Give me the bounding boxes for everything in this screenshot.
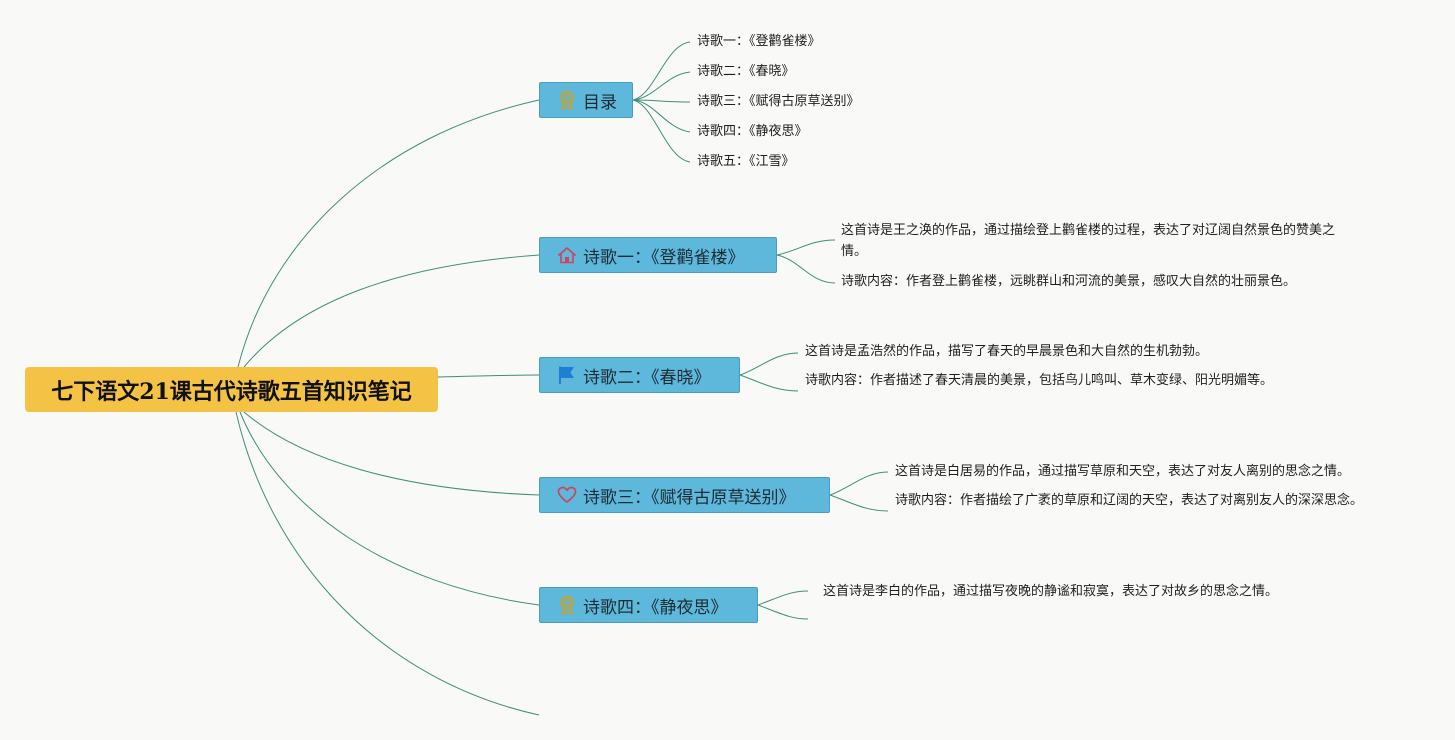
- connector-poem1-child-1: [776, 239, 836, 256]
- flag-icon: [557, 365, 577, 385]
- poem-3-content[interactable]: 诗歌内容：作者描绘了广袤的草原和辽阔的天空，表达了对离别友人的深深思念。: [895, 493, 1364, 508]
- connector-root-to-poem3: [243, 411, 540, 496]
- award-ribbon-icon: [557, 595, 577, 615]
- connector-root-to-catalog: [237, 99, 540, 368]
- connector-root-to-poem5: [235, 411, 540, 716]
- topic-poem-1-label: 诗歌一：《登鹳雀楼》: [583, 247, 745, 268]
- poem-2-summary[interactable]: 这首诗是孟浩然的作品，描写了春天的早晨景色和大自然的生机勃勃。: [805, 344, 1209, 359]
- connector-poem3-child-2: [829, 494, 889, 512]
- topic-catalog[interactable]: 目录: [539, 82, 633, 118]
- connector-catalog-child-4: [632, 99, 691, 133]
- award-ribbon-icon: [557, 90, 577, 110]
- catalog-item-5[interactable]: 诗歌五：《江雪》: [697, 154, 795, 169]
- topic-catalog-label: 目录: [583, 92, 617, 113]
- root-topic[interactable]: 七下语文21课古代诗歌五首知识笔记: [25, 367, 438, 412]
- poem-3-summary[interactable]: 这首诗是白居易的作品，通过描写草原和天空，表达了对友人离别的思念之情。: [895, 464, 1351, 479]
- catalog-item-1[interactable]: 诗歌一：《登鹳雀楼》: [697, 34, 821, 49]
- connector-catalog-child-3: [632, 99, 691, 103]
- heart-icon: [557, 485, 577, 505]
- topic-poem-3[interactable]: 诗歌三：《赋得古原草送别》: [539, 477, 830, 513]
- connector-poem4-child-1: [757, 590, 809, 606]
- topic-poem-2[interactable]: 诗歌二：《春晓》: [539, 357, 740, 393]
- connector-poem2-child-1: [739, 352, 799, 376]
- poem-2-content[interactable]: 诗歌内容：作者描述了春天清晨的美景，包括鸟儿鸣叫、草木变绿、阳光明媚等。: [805, 373, 1274, 388]
- topic-poem-1[interactable]: 诗歌一：《登鹳雀楼》: [539, 237, 777, 273]
- connector-poem2-child-2: [739, 374, 799, 392]
- catalog-item-3[interactable]: 诗歌三：《赋得古原草送别》: [697, 94, 860, 109]
- connector-root-to-poem4: [239, 411, 540, 606]
- catalog-item-4[interactable]: 诗歌四：《静夜思》: [697, 124, 808, 139]
- connector-catalog-child-2: [632, 71, 691, 101]
- connector-catalog-child-1: [632, 41, 691, 101]
- topic-poem-4[interactable]: 诗歌四：《静夜思》: [539, 587, 758, 623]
- root-title: 七下语文21课古代诗歌五首知识笔记: [51, 378, 412, 405]
- connector-poem4-child-2: [757, 604, 809, 620]
- connector-poem1-child-2: [776, 254, 836, 284]
- poem-1-summary[interactable]: 这首诗是王之涣的作品，通过描绘登上鹳雀楼的过程，表达了对辽阔自然景色的赞美之情。: [841, 223, 1336, 259]
- connector-root-to-poem2: [437, 374, 540, 378]
- topic-poem-2-label: 诗歌二：《春晓》: [583, 367, 711, 388]
- poem-4-summary[interactable]: 这首诗是李白的作品，通过描写夜晚的静谧和寂寞，表达了对故乡的思念之情。: [823, 584, 1279, 599]
- topic-poem-4-label: 诗歌四：《静夜思》: [583, 597, 728, 618]
- catalog-item-2[interactable]: 诗歌二：《春晓》: [697, 64, 795, 79]
- poem-1-content[interactable]: 诗歌内容：作者登上鹳雀楼，远眺群山和河流的美景，感叹大自然的壮丽景色。: [841, 274, 1297, 289]
- connector-poem3-child-1: [829, 471, 889, 496]
- house-icon: [557, 245, 577, 265]
- topic-poem-3-label: 诗歌三：《赋得古原草送别》: [583, 487, 796, 508]
- connector-catalog-child-5: [632, 99, 691, 163]
- connector-root-to-poem1: [243, 254, 540, 368]
